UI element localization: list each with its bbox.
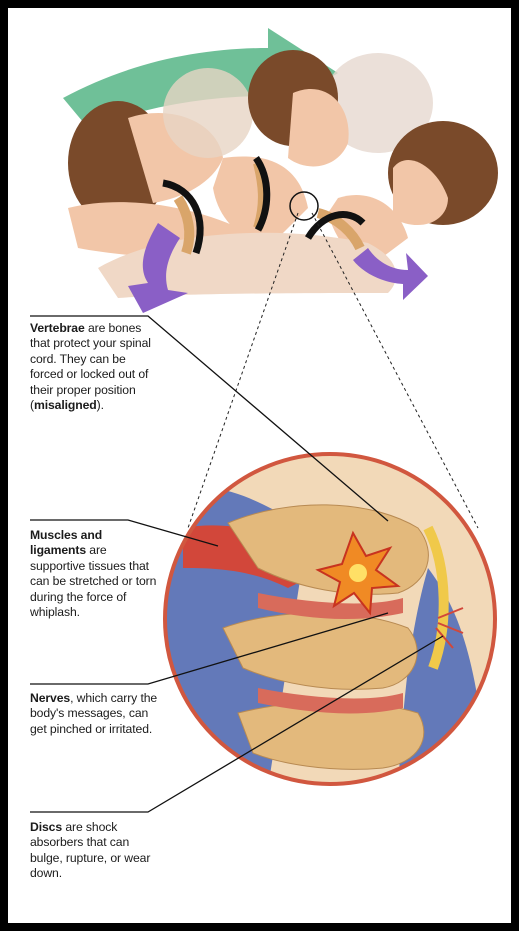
illustration-frame: Vertebrae are bones that protect your sp…: [8, 8, 511, 923]
magnified-spine-circle: [158, 448, 508, 788]
label-nerves-term: Nerves: [30, 691, 70, 705]
label-vertebrae-term2: misaligned: [34, 398, 97, 412]
label-vertebrae: Vertebrae are bones that protect your sp…: [30, 321, 160, 413]
label-muscles: Muscles and ligaments are supportive tis…: [30, 528, 160, 620]
whiplash-illustration: [8, 8, 511, 923]
label-vertebrae-tail: ).: [97, 398, 104, 412]
label-discs-term: Discs: [30, 820, 62, 834]
label-discs: Discs are shock absorbers that can bulge…: [30, 820, 160, 882]
label-nerves: Nerves, which carry the body's messages,…: [30, 691, 160, 737]
label-vertebrae-term: Vertebrae: [30, 321, 85, 335]
